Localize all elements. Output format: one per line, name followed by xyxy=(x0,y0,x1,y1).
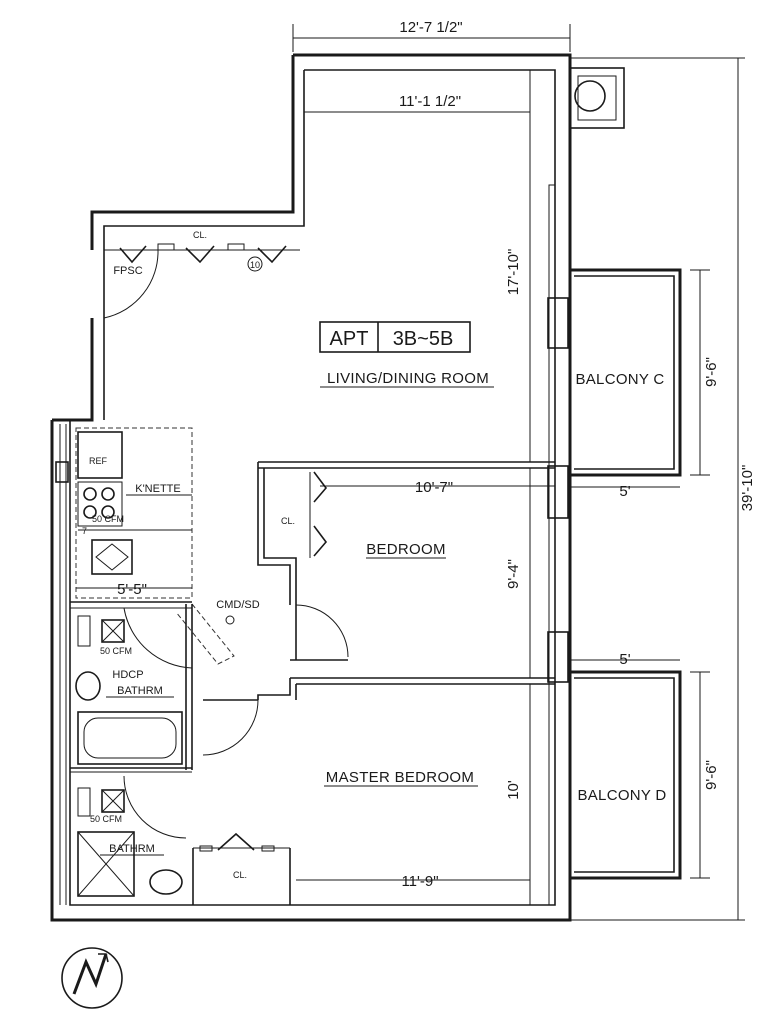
north-arrow-icon xyxy=(61,947,123,1009)
balcony-c-label: BALCONY C xyxy=(575,371,664,388)
hdcp-bath-label-2: BATHRM xyxy=(117,685,163,697)
dimension-living-depth: 17'-10" xyxy=(505,70,531,462)
detector-label: CMD/SD xyxy=(216,599,259,611)
balcony-c-depth-label: 9'-6" xyxy=(703,357,720,387)
bedroom-closet-label: CL. xyxy=(281,516,295,526)
dimension-living-width: 11'-1 1/2" xyxy=(304,93,530,113)
bedroom-label: BEDROOM xyxy=(366,541,446,558)
balcony-d-width-label: 5' xyxy=(619,651,630,668)
range-mark: 7 xyxy=(82,526,87,536)
kitchenette-label: K'NETTE xyxy=(135,483,181,495)
apartment-label: APT 3B~5B xyxy=(319,321,471,353)
entry-closet: CL. 10 xyxy=(104,230,300,272)
master-width-label: 11'-9" xyxy=(401,873,438,890)
balcony-d-depth-label: 9'-6" xyxy=(703,760,720,790)
balcony-d-label: BALCONY D xyxy=(577,787,666,804)
master-closet-label: CL. xyxy=(233,870,247,880)
master-bedroom-label: MASTER BEDROOM xyxy=(326,769,474,786)
master-bedroom: MASTER BEDROOM 10' 11'-9" CL. xyxy=(192,677,555,905)
refrigerator-label: REF xyxy=(89,456,108,466)
kitchen-width-label: 5'-5" xyxy=(117,581,147,598)
apt-unit-text: 3B~5B xyxy=(393,328,454,350)
living-depth-label: 17'-10" xyxy=(505,249,522,296)
entry-closet-label: CL. xyxy=(193,230,207,240)
bath-fan-label: 50 CFM xyxy=(90,814,122,824)
hdcp-fan-label: 50 CFM xyxy=(100,646,132,656)
balcony-d: 5' BALCONY D 9'-6" xyxy=(570,651,720,880)
overall-depth-label: 39'-10" xyxy=(739,465,756,512)
balcony-c-width-label: 5' xyxy=(619,483,630,500)
detector: CMD/SD xyxy=(216,599,260,625)
living-dining-room-label: LIVING/DINING ROOM xyxy=(327,370,489,387)
overall-width-label: 12'-7 1/2" xyxy=(399,19,462,36)
tag-number: 10 xyxy=(250,260,260,270)
master-depth-label: 10' xyxy=(505,780,522,800)
entry-door: FPSC xyxy=(103,249,159,319)
bedroom-width-label: 10'-7" xyxy=(415,479,453,496)
bath-label: BATHRM xyxy=(109,843,155,855)
dimension-overall-depth: 39'-10" xyxy=(570,57,756,921)
kitchenette: REF 7 50 CFM K'NETTE 5'-5" xyxy=(50,420,193,920)
balcony-c: BALCONY C 9'-6" 5' xyxy=(570,268,720,500)
dimension-overall-width: 12'-7 1/2" xyxy=(292,19,571,52)
hdcp-bath-label-1: HDCP xyxy=(112,669,143,681)
bedroom-depth-label: 9'-4" xyxy=(505,559,522,589)
bedroom: CL. BEDROOM 10'-7" 9'-4" xyxy=(257,461,555,678)
window-wall xyxy=(547,184,569,906)
apt-text: APT xyxy=(330,328,369,350)
kitchen-fan-label: 50 CFM xyxy=(92,514,124,524)
hdcp-bathroom: 50 CFM HDCP BATHRM xyxy=(70,603,235,773)
bathroom: 50 CFM BATHRM xyxy=(77,775,187,897)
fire-panel-label: FPSC xyxy=(113,265,142,277)
living-width-label: 11'-1 1/2" xyxy=(399,93,461,110)
